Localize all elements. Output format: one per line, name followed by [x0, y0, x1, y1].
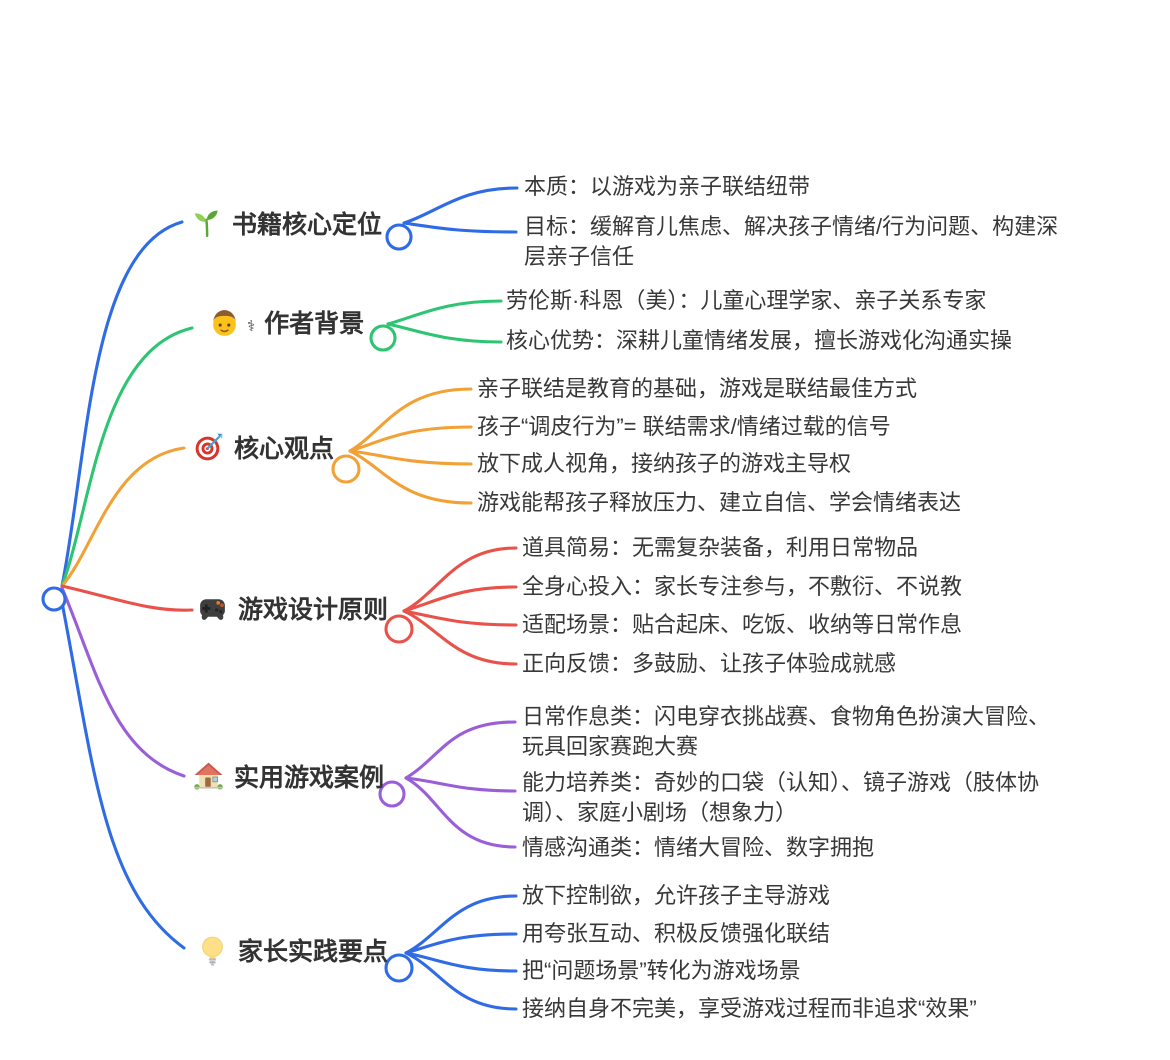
- child-node[interactable]: 游戏能帮孩子释放压力、建立自信、学会情绪表达: [477, 490, 962, 515]
- child-link-3-4: [348, 449, 473, 505]
- child-node[interactable]: 正向反馈：多鼓励、让孩子体验成就感: [522, 651, 897, 676]
- topic-label: 游戏设计原则: [238, 596, 389, 624]
- node-circle-author[interactable]: [369, 324, 397, 352]
- child-node[interactable]: 目标：缓解育儿焦虑、解决孩子情绪/行为问题、构建深层亲子信任: [524, 214, 1059, 269]
- child-node[interactable]: 日常作息类：闪电穿衣挑战赛、食物角色扮演大冒险、玩具回家赛跑大赛: [522, 704, 1051, 759]
- node-circle-design-principles[interactable]: [384, 614, 414, 644]
- child-node[interactable]: 适配场景：贴合起床、吃饭、收纳等日常作息: [522, 612, 963, 637]
- branch-line-practice-points: [58, 590, 186, 950]
- branch-line-game-cases: [60, 586, 186, 778]
- dart-target-icon: [195, 433, 223, 460]
- child-link-4-2: [402, 585, 518, 613]
- topic-book-positioning[interactable]: 书籍核心定位: [190, 205, 382, 241]
- child-link-6-2: [404, 932, 518, 955]
- child-node[interactable]: 放下成人视角，接纳孩子的游戏主导权: [477, 451, 852, 476]
- topic-label: 实用游戏案例: [234, 764, 385, 792]
- house-icon: [194, 762, 223, 789]
- child-node[interactable]: 道具简易：无需复杂装备，利用日常物品: [522, 535, 919, 560]
- child-node[interactable]: 情感沟通类：情绪大冒险、数字拥抱: [522, 835, 875, 860]
- node-circle-practice-points[interactable]: [384, 953, 414, 983]
- child-node[interactable]: 本质：以游戏为亲子联结纽带: [524, 174, 811, 199]
- child-link-5-1: [404, 720, 517, 780]
- topic-label: 核心观点: [234, 435, 335, 463]
- child-node[interactable]: 接纳自身不完美，享受游戏过程而非追求“效果”: [522, 996, 977, 1021]
- child-link-2-1: [386, 299, 503, 326]
- child-link-5-2: [404, 776, 517, 793]
- child-link-6-1: [404, 894, 518, 955]
- topic-design-principles[interactable]: 游戏设计原则: [196, 590, 388, 626]
- topic-label: 家长实践要点: [238, 938, 389, 966]
- child-link-4-3: [402, 609, 518, 627]
- child-link-2-2: [386, 322, 503, 344]
- child-link-4-1: [402, 546, 518, 613]
- light-bulb-icon: [202, 936, 223, 966]
- child-link-3-1: [348, 387, 473, 453]
- child-link-6-4: [404, 951, 518, 1011]
- child-node[interactable]: 能力培养类：奇妙的口袋（认知）、镜子游戏（肢体协调）、家庭小剧场（想象力）: [522, 770, 1040, 825]
- topic-core-views[interactable]: 核心观点: [192, 429, 334, 465]
- branch-line-core-views: [60, 446, 186, 588]
- child-link-6-3: [404, 951, 518, 973]
- child-node[interactable]: 亲子联结是教育的基础，游戏是联结最佳方式: [477, 376, 918, 401]
- branch-line-book-positioning: [60, 220, 184, 588]
- root-node-circle[interactable]: [41, 586, 67, 612]
- seedling-icon: [194, 210, 218, 237]
- topic-game-cases[interactable]: 实用游戏案例: [192, 758, 384, 794]
- child-node[interactable]: 把“问题场景”转化为游戏场景: [522, 958, 801, 983]
- node-circle-game-cases[interactable]: [378, 780, 406, 808]
- medical-symbol-glyph: ⚕: [247, 318, 256, 335]
- child-node[interactable]: 核心优势：深耕儿童情绪发展，擅长游戏化沟通实操: [506, 328, 1013, 353]
- topic-author[interactable]: ⚕ 作者背景: [208, 304, 364, 340]
- child-link-3-2: [348, 425, 473, 453]
- child-node[interactable]: 孩子“调皮行为”= 联结需求/情绪过载的信号: [477, 414, 891, 439]
- branch-line-design-principles: [60, 584, 194, 612]
- person-icon: [213, 309, 236, 336]
- node-circle-core-views[interactable]: [331, 454, 361, 484]
- topic-label: 书籍核心定位: [232, 211, 383, 239]
- node-circle-book-positioning[interactable]: [385, 223, 413, 251]
- child-link-1-2: [402, 221, 518, 234]
- child-link-1-1: [402, 186, 519, 225]
- child-link-5-3: [404, 776, 517, 849]
- child-link-4-4: [402, 609, 518, 666]
- topic-practice-points[interactable]: 家长实践要点: [196, 932, 388, 968]
- child-node[interactable]: 放下控制欲，允许孩子主导游戏: [522, 883, 831, 908]
- child-link-3-3: [348, 449, 473, 466]
- child-node[interactable]: 全身心投入：家长专注参与，不敷衍、不说教: [522, 574, 963, 599]
- topic-label: 作者背景: [264, 310, 365, 338]
- game-controller-icon: [200, 598, 225, 620]
- branch-line-author: [60, 326, 194, 588]
- child-node[interactable]: 用夸张互动、积极反馈强化联结: [522, 921, 831, 946]
- child-node[interactable]: 劳伦斯·科恩（美）：儿童心理学家、亲子关系专家: [506, 288, 987, 313]
